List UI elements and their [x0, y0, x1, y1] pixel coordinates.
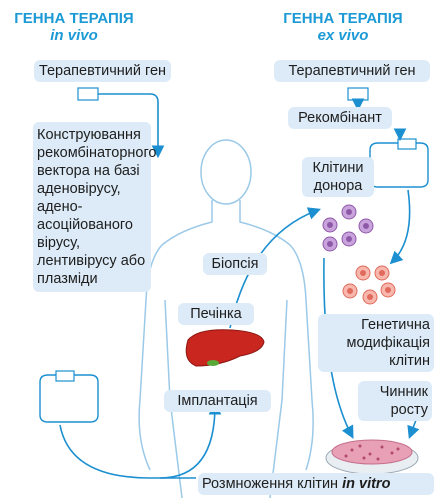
arrow	[98, 93, 165, 159]
plasmid-icon	[369, 138, 429, 188]
implantation-label: Імплантація	[164, 390, 271, 412]
cell-icon	[342, 265, 396, 305]
growth-factor-label: Чинник росту	[358, 381, 432, 421]
arrow	[407, 419, 420, 439]
gene-right-label: Терапевтичний ген	[274, 60, 430, 82]
gene-left-label: Терапевтичний ген	[34, 60, 171, 82]
vector-construction-label: Конструювання рекомбінаторного вектора н…	[33, 122, 157, 292]
petri-dish-icon	[325, 439, 419, 475]
right-header-subtitle: ex vivo	[317, 27, 369, 44]
left-header-title: ГЕННА ТЕРАПІЯ	[14, 10, 134, 27]
left-header-subtitle: in vivo	[50, 27, 98, 44]
multiplication-text: Розмноження клітин	[202, 476, 343, 492]
arrow	[59, 424, 196, 479]
cell-icon	[322, 204, 374, 252]
plasmid-icon	[77, 87, 99, 101]
plasmid-icon	[347, 87, 369, 101]
multiplication-label: Розмноження клітин in vitro	[198, 473, 434, 495]
in-vitro-text: in vitro	[342, 476, 391, 492]
liver-icon	[185, 329, 265, 367]
left-header: ГЕННА ТЕРАПІЯ in vivo	[14, 10, 134, 44]
arrow	[159, 401, 222, 479]
arrow	[389, 189, 411, 265]
recombinant-label: Рекомбінант	[288, 107, 392, 129]
biopsy-label: Біопсія	[203, 253, 267, 275]
right-header: ГЕННА ТЕРАПІЯ ex vivo	[278, 10, 408, 44]
right-header-title: ГЕННА ТЕРАПІЯ	[283, 10, 403, 27]
donor-cells-label: Клітини донора	[302, 157, 374, 197]
plasmid-icon	[39, 370, 99, 423]
genetic-modification-label: Генетична модифікація клітин	[318, 314, 434, 372]
liver-label: Печінка	[178, 303, 254, 325]
